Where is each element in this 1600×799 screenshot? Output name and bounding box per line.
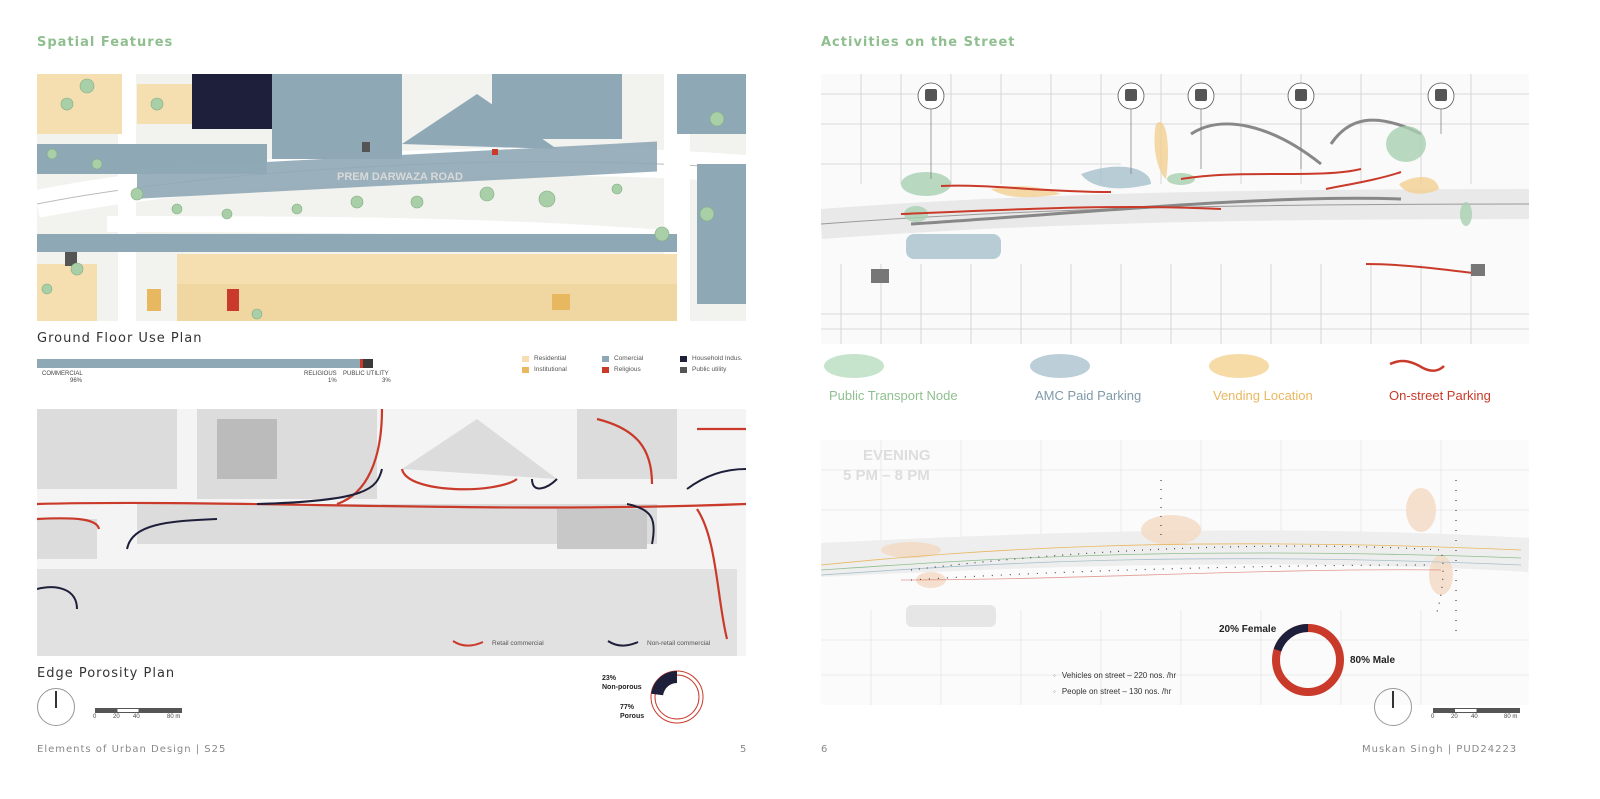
bar-label-commercial: COMMERCIAL — [42, 371, 83, 377]
porosity-legend-retail: Retail commercial — [452, 639, 544, 647]
gender-donut — [1272, 624, 1344, 696]
male-label: 80% Male — [1350, 655, 1396, 666]
nonporous-label: 23%Non-porous — [602, 675, 642, 691]
scale-40: 40 — [1471, 714, 1478, 720]
legend-item-residential: Residential — [522, 355, 602, 362]
scale-bar — [95, 708, 182, 713]
legend-item-public-utility: Public utility — [680, 366, 760, 373]
evening-map: EVENING 5 PM – 8 PM ◦Vehicles on street … — [821, 440, 1529, 705]
legend-vending-label: Vending Location — [1213, 388, 1313, 403]
people-text: ◦People on street – 130 nos. /hr — [1053, 687, 1172, 696]
bar-label-religious: RELIGIOUS — [304, 371, 337, 377]
bar-pct-religious: 1% — [328, 378, 337, 384]
right-footer: Muskan Singh | PUD24223 — [1362, 744, 1518, 755]
left-page-number: 5 — [740, 744, 748, 755]
bar-pct-commercial: 96% — [70, 378, 83, 384]
legend-onstreet-label: On-street Parking — [1389, 388, 1491, 403]
porous-label: 77%Porous — [620, 704, 645, 720]
left-section-title: Spatial Features — [37, 35, 174, 50]
vehicles-text: ◦Vehicles on street – 220 nos. /hr — [1053, 671, 1177, 680]
female-arc — [1273, 624, 1309, 652]
scale-20: 20 — [113, 714, 120, 720]
ground-floor-use-map: PREM DARWAZA ROAD — [37, 74, 746, 321]
evening-time: 5 PM – 8 PM — [843, 467, 930, 484]
left-footer: Elements of Urban Design | S25 — [37, 744, 227, 755]
legend-parking-swatch — [1030, 354, 1090, 378]
legend-item-institutional: Institutional — [522, 366, 602, 373]
bar-segment-public-utility — [362, 359, 373, 368]
scale-40: 40 — [133, 714, 140, 720]
scale-20: 20 — [1451, 714, 1458, 720]
use-bar — [37, 359, 373, 368]
north-arrow-icon — [37, 688, 75, 726]
scale-80: 80 m — [1504, 714, 1518, 720]
bar-segment-religious — [359, 359, 363, 368]
porosity-legend-nonretail: Non-retail commercial — [607, 639, 710, 647]
legend-item-household: Household Indus. — [680, 355, 760, 362]
legend-transport-swatch — [824, 354, 884, 378]
activities-map — [821, 74, 1529, 344]
evening-title: EVENING — [863, 447, 931, 464]
north-arrow-icon — [1374, 688, 1412, 726]
porosity-plan-title: Edge Porosity Plan — [37, 666, 176, 681]
legend-onstreet-swatch — [1389, 359, 1445, 372]
porosity-donut — [650, 670, 704, 724]
bar-pct-public-utility: 3% — [382, 378, 391, 384]
scale-0: 0 — [1431, 714, 1435, 720]
right-section-title: Activities on the Street — [821, 35, 1016, 50]
scale-bar — [1433, 708, 1520, 713]
use-legend: Residential Comercial Household Indus. I… — [522, 355, 762, 373]
legend-parking-label: AMC Paid Parking — [1035, 388, 1142, 403]
bar-label-public-utility: PUBLIC UTILITY — [343, 371, 389, 377]
edge-porosity-map: Retail commercial Non-retail commercial — [37, 409, 746, 656]
scale-80: 80 m — [167, 714, 181, 720]
right-page-number: 6 — [821, 744, 829, 755]
scale-0: 0 — [93, 714, 97, 720]
legend-transport-label: Public Transport Node — [829, 388, 958, 403]
legend-item-religious: Religious — [602, 366, 680, 373]
female-label: 20% Female — [1219, 624, 1277, 635]
bar-segment-commercial — [37, 359, 360, 368]
nonporous-arc — [651, 671, 677, 696]
legend-vending-swatch — [1209, 354, 1269, 378]
road-label: PREM DARWAZA ROAD — [337, 171, 463, 183]
legend-item-commercial: Comercial — [602, 355, 680, 362]
ground-plan-title: Ground Floor Use Plan — [37, 331, 203, 346]
